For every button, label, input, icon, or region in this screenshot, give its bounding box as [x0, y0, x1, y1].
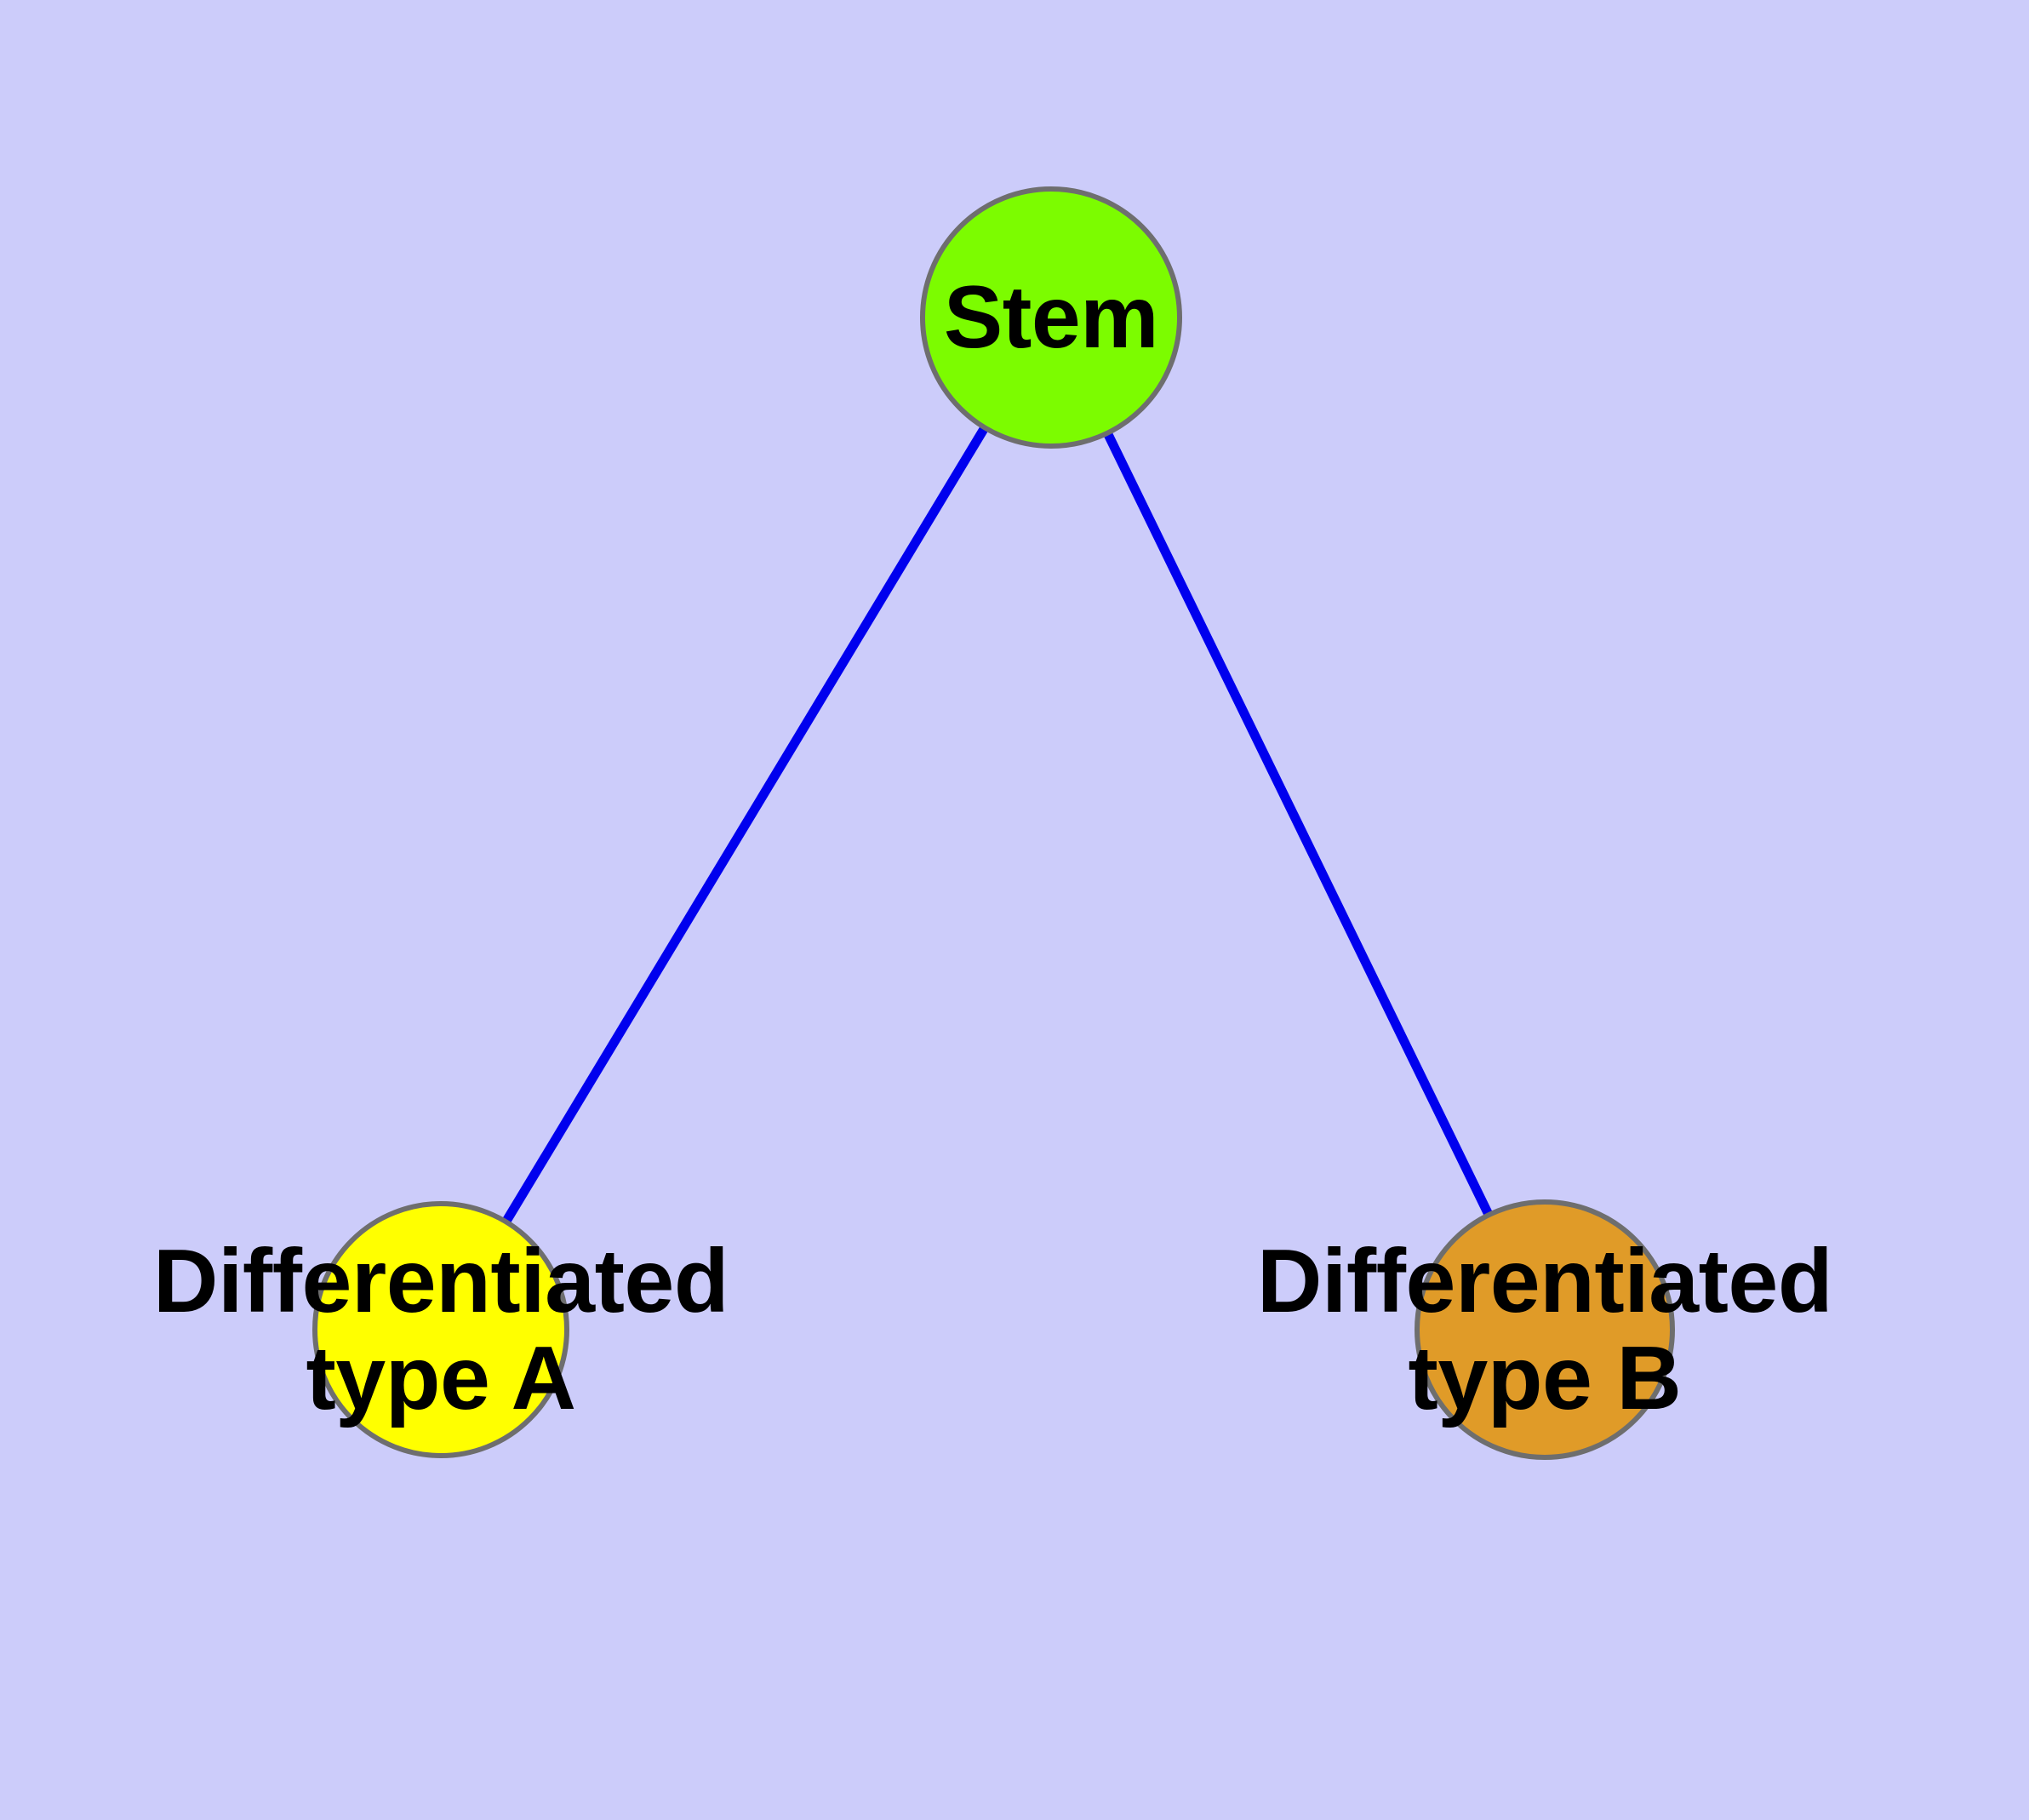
- node-layer: [312, 186, 1675, 1460]
- edge-stem-to-differentiated-type-b[interactable]: [1103, 431, 1494, 1217]
- edge-stem-to-differentiated-type-a[interactable]: [501, 425, 989, 1225]
- node-circle-stem[interactable]: [920, 186, 1182, 449]
- edge-layer: [501, 425, 1494, 1225]
- node-circle-differentiated-type-b[interactable]: [1415, 1199, 1675, 1460]
- node-circle-differentiated-type-a[interactable]: [312, 1201, 569, 1458]
